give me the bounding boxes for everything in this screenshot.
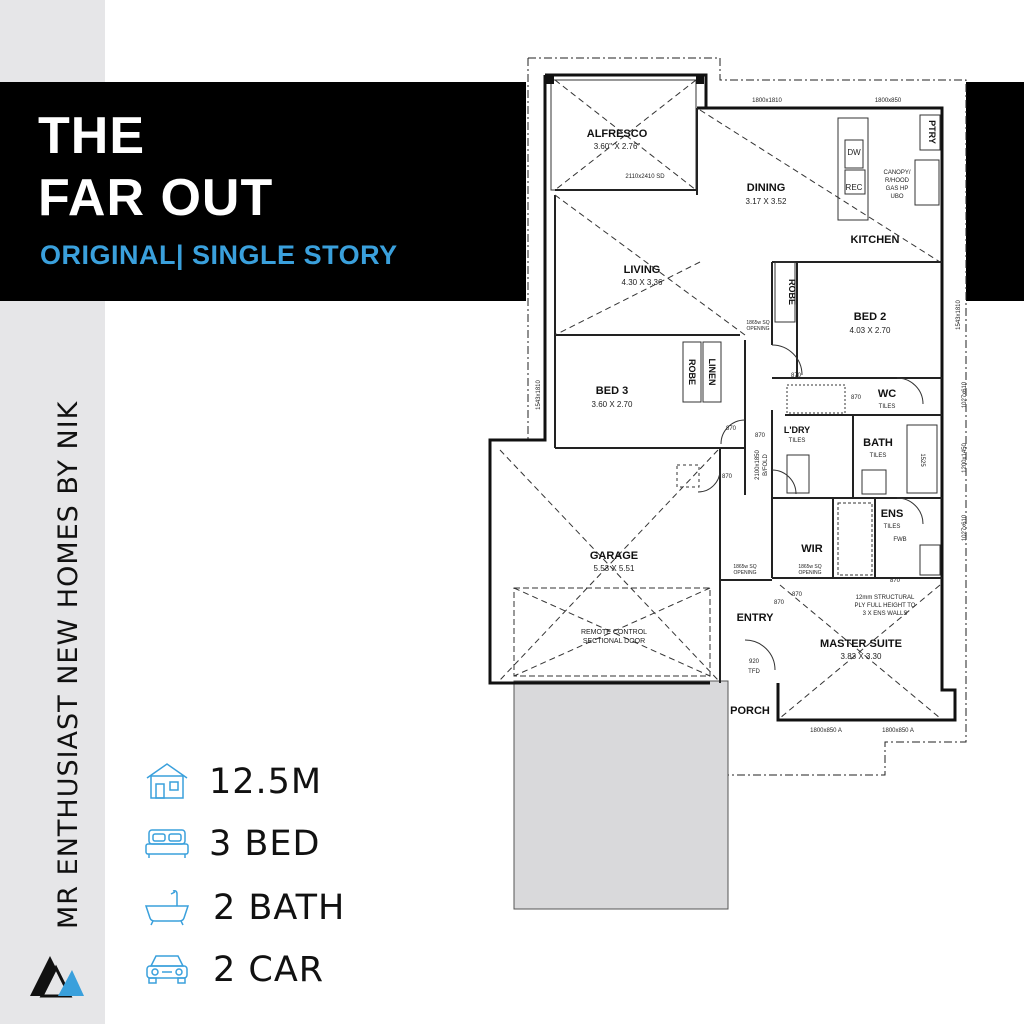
window-label: 1027x610 — [962, 381, 968, 408]
window-label: 1200x1450 — [962, 442, 968, 472]
opening-label: 1865w SQ — [798, 564, 821, 570]
bifold-label: 2100x1850 — [755, 449, 761, 479]
tiles-note: TILES — [870, 453, 887, 459]
door-label: 870 — [722, 474, 733, 480]
size-alfresco: 3.60" X 2.76" — [594, 142, 641, 151]
window-label: 1027x610 — [962, 514, 968, 541]
room-garage: GARAGE — [590, 550, 638, 562]
spec-bathrooms: 2 BATH — [143, 882, 403, 932]
house-icon — [146, 763, 188, 799]
pantry-label: PTRY — [927, 120, 937, 144]
door-label: 870 — [890, 578, 901, 584]
window-label: 1543x1810 — [956, 299, 962, 329]
room-laundry: L'DRY — [784, 425, 810, 435]
spec-label: 12.5M — [209, 762, 323, 802]
window-label: 1800x850 — [875, 98, 902, 104]
room-bed-3: BED 3 — [596, 385, 628, 397]
door-label: TFD — [748, 669, 760, 675]
robe-label: ROBE — [687, 359, 697, 385]
size-garage: 5.53 X 5.51 — [594, 564, 635, 573]
room-wir: WIR — [801, 543, 822, 555]
door-label: 870 — [774, 600, 785, 606]
door-label: 920 — [749, 659, 760, 665]
window-label: 1800x1810 — [752, 98, 782, 104]
page-title-line-1: THE — [38, 107, 145, 165]
room-kitchen: KITCHEN — [851, 234, 900, 246]
door-label: 870 — [792, 592, 803, 598]
title-band — [0, 82, 526, 301]
size-master-suite: 3.83 X 3.30 — [841, 652, 882, 661]
room-alfresco: ALFRESCO — [587, 128, 648, 140]
room-dining: DINING — [747, 182, 786, 194]
room-bath: BATH — [863, 437, 893, 449]
spec-bedrooms: 3 BED — [143, 818, 403, 868]
robe-label: ROBE — [787, 279, 797, 305]
dw-label: DW — [847, 148, 861, 157]
window-label: 1543x1810 — [536, 379, 542, 409]
opening-label: 1865w SQ — [746, 320, 769, 326]
bed-icon — [145, 829, 189, 858]
tiles-note: TILES — [884, 524, 901, 530]
canopy-label: R/HOOD — [885, 178, 910, 184]
room-ensuite: ENS — [881, 508, 904, 520]
canopy-label: UBO — [890, 194, 903, 200]
spec-label: 2 CAR — [213, 950, 325, 990]
door-label: 870 — [851, 395, 862, 401]
room-entry: ENTRY — [737, 612, 775, 624]
size-bed-3: 3.60 X 2.70 — [592, 400, 633, 409]
size-dining: 3.17 X 3.52 — [746, 197, 787, 206]
tiles-note: TILES — [879, 404, 896, 410]
fwb-label: FWB — [893, 537, 906, 543]
ply-note: PLY FULL HEIGHT TO — [855, 603, 916, 609]
door-label: 870 — [791, 373, 802, 379]
opening-label: OPENING — [733, 570, 756, 576]
bathtub-icon — [144, 890, 190, 926]
room-living: LIVING — [624, 264, 661, 276]
spec-frontage: 12.5M — [143, 756, 403, 806]
door-label: 870 — [755, 433, 766, 439]
opening-label: 1865w SQ — [733, 564, 756, 570]
window-label: 1525 — [919, 453, 925, 467]
window-label: 1800x850 A — [882, 728, 914, 734]
garage-door-label: REMOTE CONTROL — [581, 629, 647, 636]
opening-label: OPENING — [798, 570, 821, 576]
room-porch: PORCH — [730, 705, 770, 717]
ply-note: 3 X ENS WALLS — [863, 611, 908, 617]
bifold-label: B/FOLD — [763, 453, 769, 475]
tiles-note: TILES — [789, 438, 806, 444]
garage-door-label: SECTIONAL DOOR — [583, 638, 645, 645]
spec-label: 2 BATH — [213, 888, 346, 928]
driveway — [513, 680, 729, 910]
spec-label: 3 BED — [209, 824, 321, 864]
window-label: 1800x850 A — [810, 728, 842, 734]
room-master-suite: MASTER SUITE — [820, 638, 902, 650]
spec-car-spaces: 2 CAR — [143, 944, 403, 994]
size-living: 4.30 X 3.36 — [622, 278, 663, 287]
opening-label: OPENING — [746, 326, 769, 332]
canopy-label: GAS HP — [886, 186, 909, 192]
brand-logo-icon — [30, 956, 84, 998]
door-label: 870 — [726, 426, 737, 432]
car-icon — [146, 955, 188, 984]
sliding-door-label: 2110x2410 SD — [625, 174, 665, 180]
size-bed-2: 4.03 X 2.70 — [850, 326, 891, 335]
room-bed-2: BED 2 — [854, 311, 886, 323]
page-subtitle: ORIGINAL| SINGLE STORY — [40, 240, 398, 270]
ply-note: 12mm STRUCTURAL — [856, 595, 915, 601]
title-band-right — [966, 82, 1024, 301]
linen-label: LINEN — [707, 359, 717, 386]
rec-label: REC — [846, 183, 863, 192]
room-wc: WC — [878, 388, 896, 400]
page-title-line-2: FAR OUT — [38, 169, 274, 227]
canopy-label: CANOPY/ — [883, 170, 910, 176]
